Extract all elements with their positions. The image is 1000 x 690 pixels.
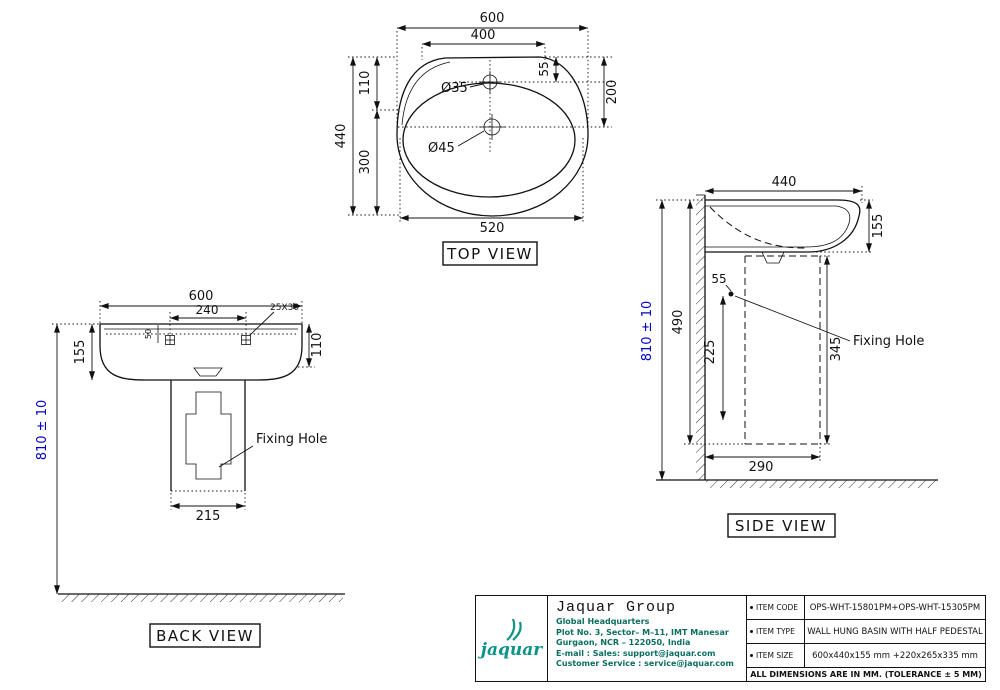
top-view-dim-600: 600: [480, 11, 505, 26]
jaquar-logo-text: jaquar: [480, 640, 543, 660]
side-view-extension-lines: [656, 186, 873, 461]
address-line: Global Headquarters: [556, 617, 650, 626]
top-view-hole-small-label: Ø35: [441, 81, 468, 96]
item-code-label: ITEM CODE: [756, 603, 799, 612]
company-info: Jaquar Group Global Headquarters Plot No…: [548, 596, 747, 681]
fixing-hole-dot-icon: [728, 291, 734, 297]
pedestal-back-outline: [170, 380, 246, 492]
side-view-fixing-hole-label: Fixing Hole: [853, 334, 924, 349]
item-bullet-icon: [750, 606, 753, 609]
brand-logo: jaquar: [476, 596, 548, 681]
back-view-slot-size: 25X30: [270, 303, 299, 313]
company-address: Global Headquarters Plot No. 3, Sector– …: [556, 617, 738, 670]
back-view-extension-lines: [52, 301, 315, 510]
back-view-dim-240: 240: [196, 303, 219, 317]
address-line: Plot No. 3, Sector– M–11, IMT Manesar: [556, 627, 729, 637]
fixing-hole-right-icon: [241, 335, 251, 345]
basin-back-outline: [99, 323, 303, 381]
side-view-wall: [696, 194, 706, 480]
top-view-dimensions: 600 400 110 300 440 55 200 520: [334, 11, 620, 236]
tap-hole: Ø35: [441, 71, 501, 96]
back-view-dim-110: 110: [310, 333, 325, 358]
top-view-dim-200: 200: [605, 80, 620, 105]
item-bullet-icon: [750, 630, 753, 633]
side-view-label: SIDE VIEW: [727, 513, 836, 538]
side-view-title: SIDE VIEW: [735, 517, 827, 535]
back-view-dim-215: 215: [196, 509, 221, 524]
item-code-label-cell: ITEM CODE: [747, 596, 805, 619]
back-view-ground: [58, 593, 345, 602]
item-type-label-cell: ITEM TYPE: [747, 620, 805, 643]
item-type-value: WALL HUNG BASIN WITH HALF PEDESTAL: [807, 626, 983, 637]
basin-side-outline: [705, 199, 861, 264]
back-view-dim-155: 155: [73, 340, 88, 365]
side-view: 440 155 490 810 ± 10 225 345 290 55: [640, 175, 938, 538]
side-view-dim-155: 155: [871, 214, 886, 239]
item-table: ITEM CODE OPS-WHT-15801PM+OPS-WHT-15305P…: [747, 596, 985, 681]
top-view-dim-520: 520: [480, 221, 505, 236]
top-view: 600 400 110 300 440 55 200 520 Ø: [334, 11, 620, 266]
item-code-value: OPS-WHT-15801PM+OPS-WHT-15305PM: [809, 602, 981, 613]
top-view-dim-440: 440: [334, 124, 349, 149]
title-block: jaquar Jaquar Group Global Headquarters …: [475, 595, 986, 682]
side-view-dim-height: 810 ± 10: [640, 301, 655, 362]
top-view-label: TOP VIEW: [442, 241, 538, 266]
back-view-dimensions: 600 240 25X30 50 155 110 810 ± 10 215: [35, 289, 325, 595]
side-view-dim-225: 225: [703, 340, 718, 365]
top-view-dim-110: 110: [358, 71, 373, 96]
back-view: 600 240 25X30 50 155 110 810 ± 10 215: [35, 289, 345, 648]
company-name: Jaquar Group: [556, 599, 677, 616]
item-size-value: 600x440x155 mm +220x265x335 mm: [812, 650, 978, 661]
table-row: ITEM SIZE 600x440x155 mm +220x265x335 mm: [747, 644, 985, 668]
address-line: Gurgaon, NCR – 122050, India: [556, 638, 691, 648]
side-view-ground: [656, 479, 938, 488]
waste-hole: Ø45: [428, 114, 505, 156]
back-view-dim-600: 600: [189, 289, 214, 304]
item-size-label: ITEM SIZE: [756, 651, 794, 660]
side-view-fixing-hole-callout: Fixing Hole: [728, 291, 924, 349]
back-view-fixing-hole-label: Fixing Hole: [256, 432, 327, 447]
top-view-dim-300: 300: [358, 150, 373, 175]
table-row: ITEM TYPE WALL HUNG BASIN WITH HALF PEDE…: [747, 620, 985, 644]
back-view-title: BACK VIEW: [156, 627, 254, 645]
top-view-hole-large-label: Ø45: [428, 141, 455, 156]
side-view-dim-440: 440: [772, 175, 797, 190]
side-view-dim-55: 55: [711, 272, 726, 286]
fixing-hole-left-icon: [165, 335, 175, 345]
basin-top-outline: [396, 56, 589, 217]
dimension-note: ALL DIMENSIONS ARE IN MM. (TOLERANCE ± 5…: [750, 670, 982, 679]
top-view-title: TOP VIEW: [446, 245, 533, 263]
top-view-dim-400: 400: [471, 28, 496, 43]
back-view-dim-height: 810 ± 10: [35, 400, 50, 461]
item-bullet-icon: [750, 654, 753, 657]
side-view-dim-345: 345: [829, 337, 844, 362]
table-row: ITEM CODE OPS-WHT-15801PM+OPS-WHT-15305P…: [747, 596, 985, 620]
address-line: Customer Service : service@jaquar.com: [556, 659, 734, 669]
side-view-dimensions: 440 155 490 810 ± 10 225 345 290 55: [640, 175, 886, 481]
back-view-fixing-hole-callout: Fixing Hole: [218, 432, 327, 468]
back-view-label: BACK VIEW: [149, 623, 261, 648]
side-view-dim-490: 490: [671, 310, 686, 335]
side-view-dim-290: 290: [749, 460, 774, 475]
address-line: E-mail : Sales: support@jaquar.com: [556, 648, 716, 658]
jaquar-logo-icon: [505, 618, 522, 641]
pedestal-side-outline: [744, 255, 821, 445]
item-size-label-cell: ITEM SIZE: [747, 644, 805, 667]
item-type-label: ITEM TYPE: [756, 627, 795, 636]
top-view-dim-55: 55: [537, 61, 551, 76]
